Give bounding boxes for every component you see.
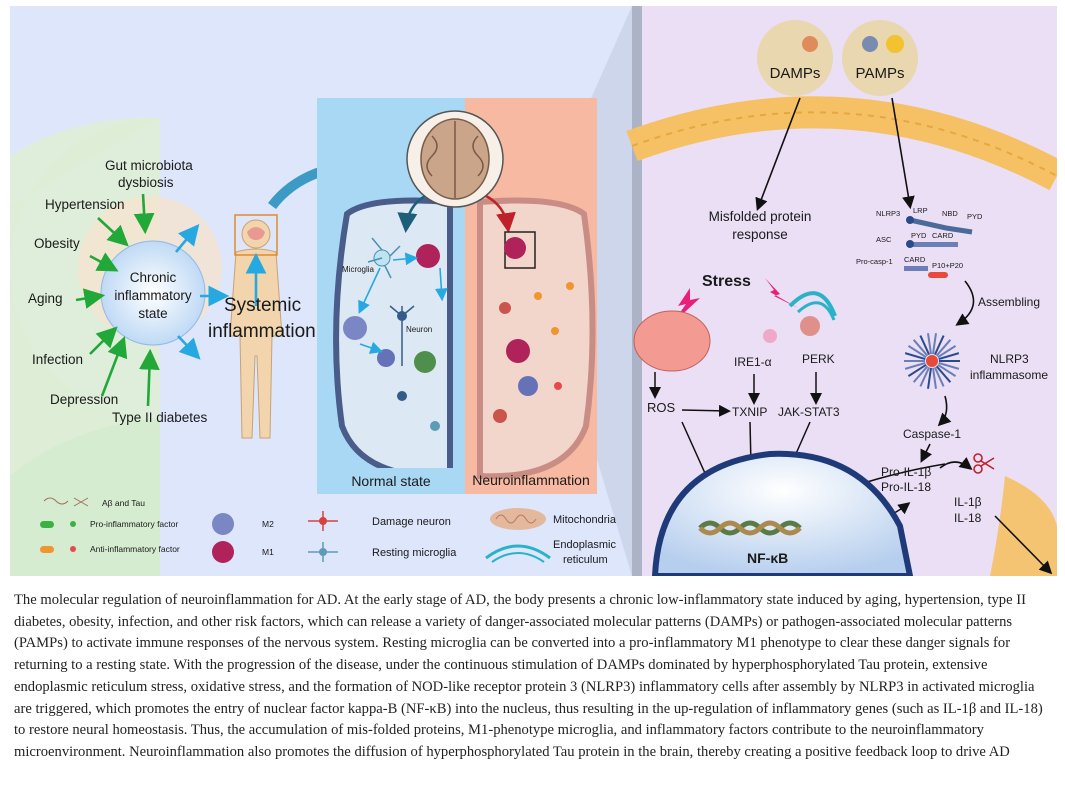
jak-stat3-label: JAK-STAT3	[778, 405, 840, 419]
inflammasome-spoke	[938, 352, 960, 360]
neuron-label: Neuron	[406, 325, 432, 334]
nfkb-label: NF-κB	[747, 550, 788, 566]
svg-text:M2: M2	[262, 519, 274, 529]
inflamed-vessel	[477, 197, 596, 480]
neuroinflammation-label: Neuroinflammation	[472, 472, 590, 488]
second-membrane	[990, 476, 1057, 576]
factor-aging: Aging	[28, 291, 63, 306]
stress-label: Stress	[702, 273, 751, 290]
outward-arrows	[175, 224, 230, 360]
svg-text:Pro-casp-1: Pro-casp-1	[856, 257, 893, 266]
inflammasome-spoke	[907, 363, 927, 377]
inflammasome-spoke	[932, 367, 937, 389]
ire1-label: IRE1-α	[734, 355, 772, 369]
svg-text:Resting microglia: Resting microglia	[372, 547, 457, 559]
inflamed-cells	[493, 231, 574, 423]
nlrp3-components: NLRP3 LRP NBD PYD ASC PYD CARD Pro-casp-…	[856, 206, 983, 278]
svg-text:LRP: LRP	[913, 206, 928, 215]
inflammasome-spoke	[912, 365, 929, 383]
inflammasome-spoke	[937, 363, 957, 377]
nucleus	[651, 450, 914, 576]
svg-text:Mitochondria: Mitochondria	[553, 514, 617, 526]
pamps-bubble	[842, 20, 918, 96]
inflammasome-spoke	[927, 333, 932, 355]
svg-text:NBD: NBD	[942, 209, 958, 218]
neuron-cells	[389, 305, 440, 431]
inflammasome-spoke	[907, 345, 927, 359]
inflammasome-spoke	[935, 365, 952, 383]
inflammasome-spoke	[927, 367, 932, 389]
inflammasome-spoke	[919, 366, 931, 387]
normal-vessel	[333, 197, 453, 480]
pamps-label: PAMPs	[856, 65, 905, 82]
inflammasome-spoke	[932, 333, 937, 355]
inflammasome-spoke	[904, 362, 926, 370]
inflammasome-spoke	[933, 335, 945, 356]
svg-text:Damage neuron: Damage neuron	[372, 516, 451, 528]
factor-depression: Depression	[50, 392, 118, 407]
damps-bubble	[757, 20, 833, 96]
er-icon	[788, 291, 837, 317]
caspase1-label: Caspase-1	[903, 427, 961, 441]
svg-text:Pro-inflammatory factor: Pro-inflammatory factor	[90, 519, 178, 529]
svg-text:PYD: PYD	[967, 212, 983, 221]
svg-text:CARD: CARD	[904, 255, 926, 264]
inflammasome-spoke	[938, 362, 960, 370]
inflammasome-spoke	[919, 335, 931, 356]
svg-text:Anti-inflammatory factor: Anti-inflammatory factor	[90, 544, 180, 554]
svg-text:PYD: PYD	[911, 231, 927, 240]
damps-label: DAMPs	[770, 65, 821, 82]
assembling-label: Assembling	[978, 295, 1040, 309]
svg-text:NLRP3: NLRP3	[876, 209, 900, 218]
inflammasome-spoke	[935, 339, 952, 357]
risk-factor-disc	[10, 118, 160, 576]
legend: Aβ and Tau Pro-inflammatory factor Anti-…	[40, 497, 617, 566]
normal-state-label: Normal state	[351, 473, 431, 489]
ros-label: ROS	[647, 400, 676, 415]
inflammasome-icon	[904, 333, 960, 389]
microglia-label: Microglia	[342, 265, 375, 274]
svg-text:Aβ and Tau: Aβ and Tau	[102, 498, 145, 508]
inflammasome-spoke	[937, 345, 957, 359]
inflammasome-spoke	[904, 352, 926, 360]
factor-infection: Infection	[32, 352, 83, 367]
svg-text:ASC: ASC	[876, 235, 892, 244]
risk-factor-arrows	[75, 193, 160, 407]
human-body-icon	[229, 214, 283, 439]
inflammasome-spoke	[912, 339, 929, 357]
scissors-icon	[973, 453, 995, 474]
inflammasome-spoke	[933, 366, 945, 387]
mitochondrion-icon	[633, 310, 711, 372]
txnip-label: TXNIP	[732, 405, 767, 419]
svg-text:P10+P20: P10+P20	[932, 261, 963, 270]
svg-text:CARD: CARD	[932, 231, 954, 240]
factor-hypertension: Hypertension	[45, 197, 125, 212]
perk-label: PERK	[802, 352, 835, 366]
figure-caption: The molecular regulation of neuroinflamm…	[14, 592, 1043, 760]
svg-text:M1: M1	[262, 547, 274, 557]
factor-obesity: Obesity	[34, 236, 80, 251]
factor-diabetes: Type II diabetes	[112, 410, 208, 425]
